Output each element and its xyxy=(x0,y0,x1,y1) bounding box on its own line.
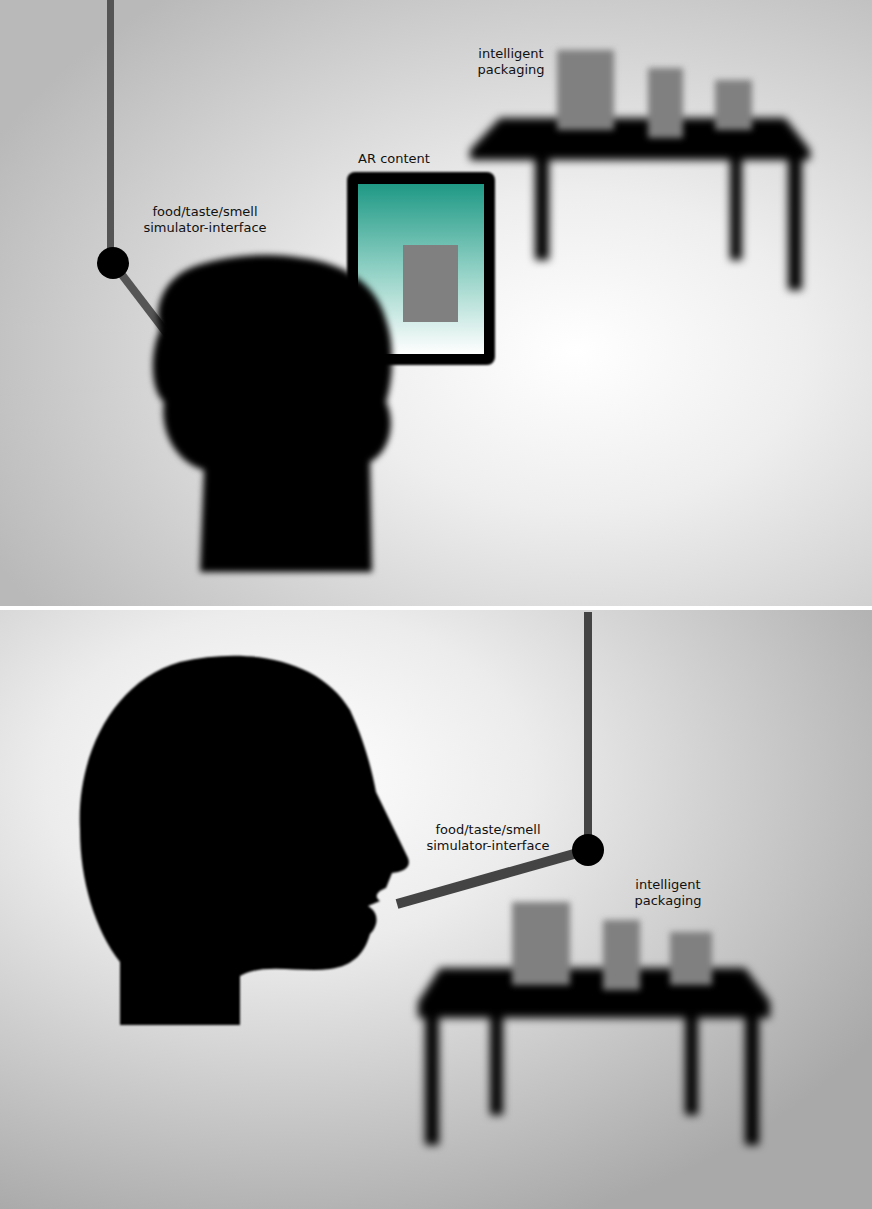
label-text: intelligent packaging xyxy=(461,46,561,79)
table-leg xyxy=(745,1010,759,1145)
simulator-pole xyxy=(584,612,592,850)
label-text: intelligent packaging xyxy=(618,877,718,910)
package-box xyxy=(512,902,570,985)
head-silhouette xyxy=(153,255,392,572)
table-leg xyxy=(490,1010,503,1115)
table-leg xyxy=(788,155,802,290)
label-text: AR content xyxy=(319,151,469,167)
table-leg xyxy=(685,1010,698,1115)
simulator-joint xyxy=(97,247,129,279)
simulator-joint xyxy=(572,834,604,866)
table-leg xyxy=(425,1010,439,1145)
simulator-pole xyxy=(107,0,114,262)
table-leg xyxy=(535,155,549,260)
intelligent-packaging xyxy=(512,902,712,990)
table-top xyxy=(418,968,770,1018)
simulator-arm xyxy=(397,850,588,904)
package-box xyxy=(648,68,683,138)
intelligent-packaging xyxy=(557,50,752,138)
panel-background xyxy=(0,0,872,606)
table-top xyxy=(470,118,810,160)
table xyxy=(470,118,810,290)
panel-background xyxy=(0,610,872,1209)
package-box xyxy=(670,932,712,985)
label-text: food/taste/smell simulator-interface xyxy=(413,822,563,855)
package-box xyxy=(557,50,614,130)
package-box xyxy=(715,80,752,130)
package-box xyxy=(603,920,640,990)
head-silhouette xyxy=(80,656,409,1025)
table xyxy=(418,968,770,1145)
table-leg xyxy=(730,155,742,260)
label-text: food/taste/smell simulator-interface xyxy=(130,204,280,237)
ar-package-image xyxy=(403,245,458,322)
panel-separator xyxy=(0,606,872,610)
